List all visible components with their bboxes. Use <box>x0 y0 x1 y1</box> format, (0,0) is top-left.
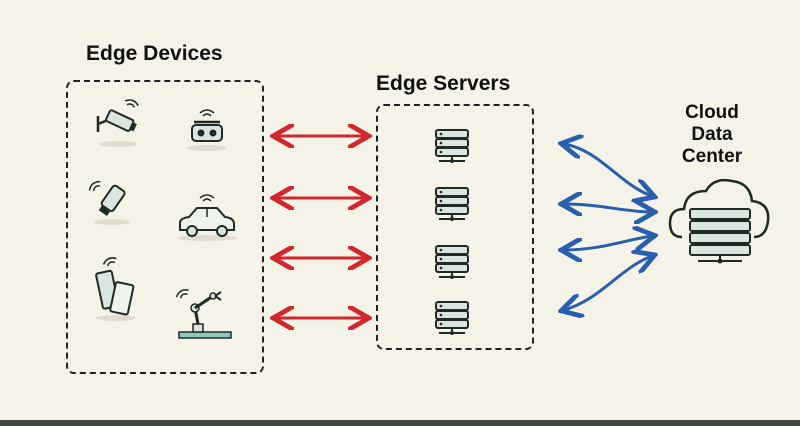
car-icon <box>177 194 237 241</box>
robot-arm-icon <box>174 286 232 339</box>
usb-stick-icon <box>86 178 130 225</box>
edge-servers-group <box>376 104 534 350</box>
smartphone-icon <box>95 255 136 321</box>
server-cloud-arrow-3 <box>564 236 652 250</box>
cloud-label-line-1: Cloud <box>685 102 739 123</box>
server-rack-icon <box>435 245 469 280</box>
server-cloud-arrow-2 <box>564 204 652 212</box>
server-rack-icon <box>435 187 469 222</box>
cloud-label-line-2: Data <box>691 124 733 145</box>
server-rack-icon <box>435 301 469 336</box>
server-cloud-arrow-4 <box>564 256 652 310</box>
server-cloud-arrow-1 <box>564 144 652 196</box>
edge-devices-group <box>66 80 264 374</box>
bottom-border <box>0 420 800 426</box>
edge-devices-label: Edge Devices <box>86 42 223 65</box>
cloud-label-line-3: Center <box>681 146 743 167</box>
cloud-data-center-label: Cloud Data Center <box>666 102 758 168</box>
edge-servers-label: Edge Servers <box>376 72 511 95</box>
server-rack-icon <box>435 129 469 164</box>
cloud-server-icon <box>668 178 770 264</box>
security-camera-icon <box>96 97 141 147</box>
vr-headset-icon <box>187 109 227 151</box>
